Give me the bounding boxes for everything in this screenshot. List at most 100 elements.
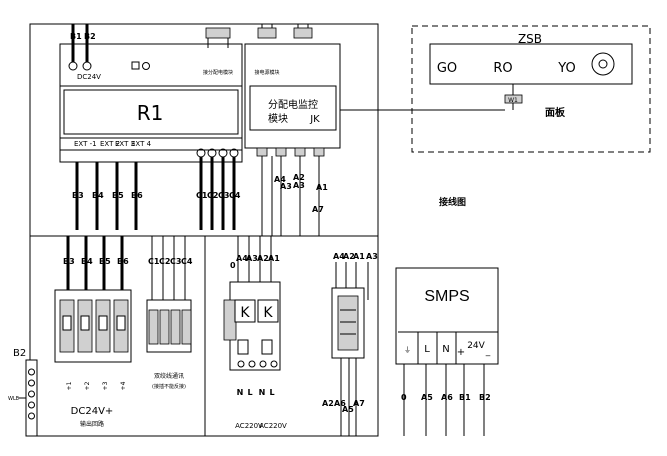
left-terminal-side-label: WLE (8, 396, 19, 402)
c-wire-group: C1 C2 C3 C4 (196, 157, 241, 230)
panel-buzzer (591, 52, 615, 76)
relay-k1: K (240, 305, 250, 321)
tm-wire-a3: A3 (366, 252, 378, 261)
wire-c1-label: C1 (196, 191, 208, 200)
connector-distribution (205, 27, 231, 39)
monitor-line1: 分配电监控 (268, 98, 318, 111)
breaker-wire-b6: B6 (117, 257, 129, 266)
led-indicator-2 (142, 62, 150, 70)
signal-wire-c1: C1 (148, 257, 160, 266)
wire-b6-label: B6 (131, 191, 143, 200)
ext-label-3: EXT 3 (115, 140, 135, 148)
relay-ac2: AC220V (259, 422, 287, 430)
power-label: DC24V (77, 73, 101, 81)
relay-wire-a4: A4 (236, 254, 248, 263)
wire-a3-label: A3 (280, 182, 292, 191)
terminal-b1-label: B1 (70, 32, 82, 41)
wiring-caption: 接线图 (439, 196, 466, 208)
wire-a1-label: A1 (316, 183, 328, 192)
panel-title: ZSB (518, 32, 542, 46)
tm-wire-a7: A7 (353, 399, 365, 408)
tm-wire-a4: A4 (333, 252, 345, 261)
controller-title: R1 (137, 101, 164, 125)
monitor-line2: 模块 (268, 113, 288, 125)
relay-term-n2: N (259, 388, 266, 397)
signal-caption-2: (接插不能反接) (152, 383, 186, 390)
panel-plug-label: W1 (508, 97, 518, 104)
b-wire-group: B3 B4 B5 B6 (72, 162, 143, 230)
monitor-connector-2 (293, 27, 313, 39)
smps-term-n: N (442, 344, 449, 355)
tm-wire-a5: A5 (342, 405, 354, 414)
relay-wire-a2: A2 (257, 254, 269, 263)
left-terminal-strip: B2 WLE (8, 348, 38, 437)
smps: SMPS ⏚ L N + 24V _ 0 A5 A6 B1 B2 (395, 267, 499, 436)
led-indicator-1 (131, 61, 140, 70)
signal-wire-c3: C3 (170, 257, 181, 266)
wire-a7-label: A7 (312, 205, 324, 214)
wire-b4-label: B4 (92, 191, 104, 200)
relay-wire-a1: A1 (268, 254, 280, 263)
signal-wire-c4: C4 (181, 257, 193, 266)
smps-term-minus: _ (485, 347, 491, 357)
wire-c3-label: C3 (218, 191, 229, 200)
breaker-wire-b5: B5 (99, 257, 111, 266)
smps-out-b2: B2 (479, 393, 491, 402)
breaker-label-4: +4 (120, 381, 127, 390)
smps-out-a6: A6 (441, 393, 453, 402)
relay-k2: K (263, 305, 273, 321)
wire-a2-label: A2 (293, 173, 305, 182)
breaker-wire-b4: B4 (81, 257, 93, 266)
ext-label-2: EXT 2 (100, 140, 120, 148)
tm-wire-a6: A6 (334, 399, 346, 408)
relay-wire-a3: A3 (246, 254, 258, 263)
relay-term-n1: N (237, 388, 244, 397)
smps-out-b1: B1 (459, 393, 471, 402)
smps-term-l: L (424, 344, 430, 355)
monitor-caption: 接电源模块 (254, 69, 279, 76)
lamp-yo: YO (557, 61, 575, 76)
wire-b3-label: B3 (72, 191, 84, 200)
wire-a4-label: A4 (274, 175, 286, 184)
relay-term-l1: L (247, 388, 252, 397)
terminal-module: A4 A2 A1 A3 A2 A6 A5 A7 (322, 252, 378, 436)
breaker-label-1: +1 (66, 381, 73, 390)
relay-block: 0 A4 A3 A2 A1 K K N L N L AC220V AC220V (204, 236, 378, 437)
a-wire-group: A4 A3 A2 A3 A1 A7 (261, 156, 328, 236)
smps-out-a5: A5 (421, 393, 433, 402)
panel-zsb: ZSB GO RO YO W1 面板 (411, 25, 651, 153)
wire-b5-label: B5 (112, 191, 124, 200)
relay-ac1: AC220V (235, 422, 263, 430)
smps-ground-icon: ⏚ (404, 346, 411, 354)
ext-label-4: EXT 4 (131, 140, 152, 148)
smps-title: SMPS (424, 288, 469, 305)
breaker-wire-b3: B3 (63, 257, 75, 266)
left-terminal-label: B2 (13, 348, 26, 359)
smps-term-plus: + (457, 347, 465, 358)
wire-c4-label: C4 (229, 191, 241, 200)
connector-distribution-label: 接分配电模块 (203, 69, 233, 76)
smps-term-24v: 24V (467, 341, 485, 351)
wire-a3b-label: A3 (293, 181, 305, 190)
signal-wire-c2: C2 (159, 257, 170, 266)
signal-block: C1 C2 C3 C4 双绞线通讯 (接插不能反接) (146, 236, 193, 390)
breaker-caption-2: 输出回路 (80, 420, 104, 428)
tm-wire-a2: A2 (343, 252, 355, 261)
panel-caption: 面板 (545, 106, 566, 119)
controller-r1: R1 DC24V B1 B2 接分配电模块 EXT -1 EXT 2 EXT 3… (59, 24, 243, 163)
tm-wire-a2b: A2 (322, 399, 334, 408)
lamp-go: GO (437, 61, 457, 76)
lamp-ro: RO (493, 61, 512, 76)
smps-out-0: 0 (401, 393, 407, 402)
monitor-line3: JK (309, 114, 320, 125)
signal-caption-1: 双绞线通讯 (154, 372, 184, 380)
ext-label-1: EXT -1 (74, 140, 97, 148)
wire-c2-label: C2 (207, 191, 218, 200)
main-enclosure-frame (29, 23, 379, 437)
monitor-module-jk: 分配电监控 模块 JK 接电源模块 (244, 24, 341, 157)
breaker-block: B3 B4 B5 B6 +1 +2 +3 +4 DC24V+ 输出回路 (54, 236, 132, 428)
tm-wire-a1: A1 (353, 252, 365, 261)
breaker-caption-1: DC24V+ (71, 406, 114, 417)
breaker-label-3: +3 (102, 381, 109, 390)
